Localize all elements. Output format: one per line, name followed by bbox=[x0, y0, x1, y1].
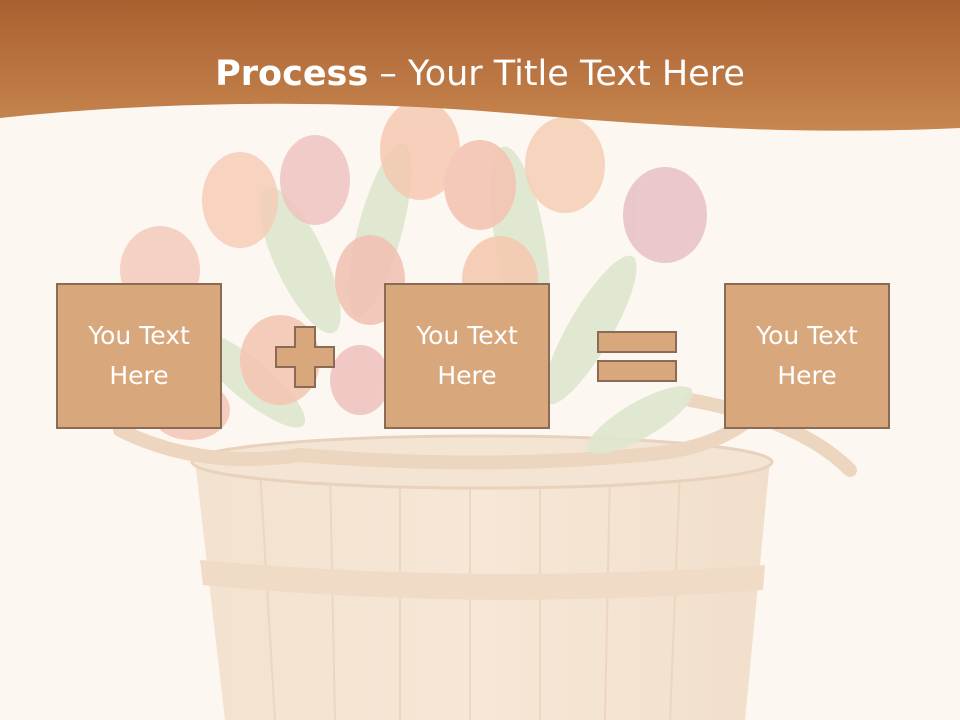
plus-icon bbox=[275, 326, 335, 388]
title-rest-text: – Your Title Text Here bbox=[368, 54, 745, 94]
equals-icon bbox=[597, 331, 677, 382]
process-box-3[interactable]: You Text Here bbox=[724, 283, 890, 429]
process-box-1[interactable]: You Text Here bbox=[56, 283, 222, 429]
process-box-1-label: You Text Here bbox=[88, 321, 190, 390]
header-banner bbox=[0, 0, 960, 131]
process-box-2[interactable]: You Text Here bbox=[384, 283, 550, 429]
process-box-3-label: You Text Here bbox=[756, 321, 858, 390]
title-bold-text: Process bbox=[215, 54, 369, 94]
page-title: Process – Your Title Text Here bbox=[0, 52, 960, 96]
process-box-2-label: You Text Here bbox=[416, 321, 518, 390]
